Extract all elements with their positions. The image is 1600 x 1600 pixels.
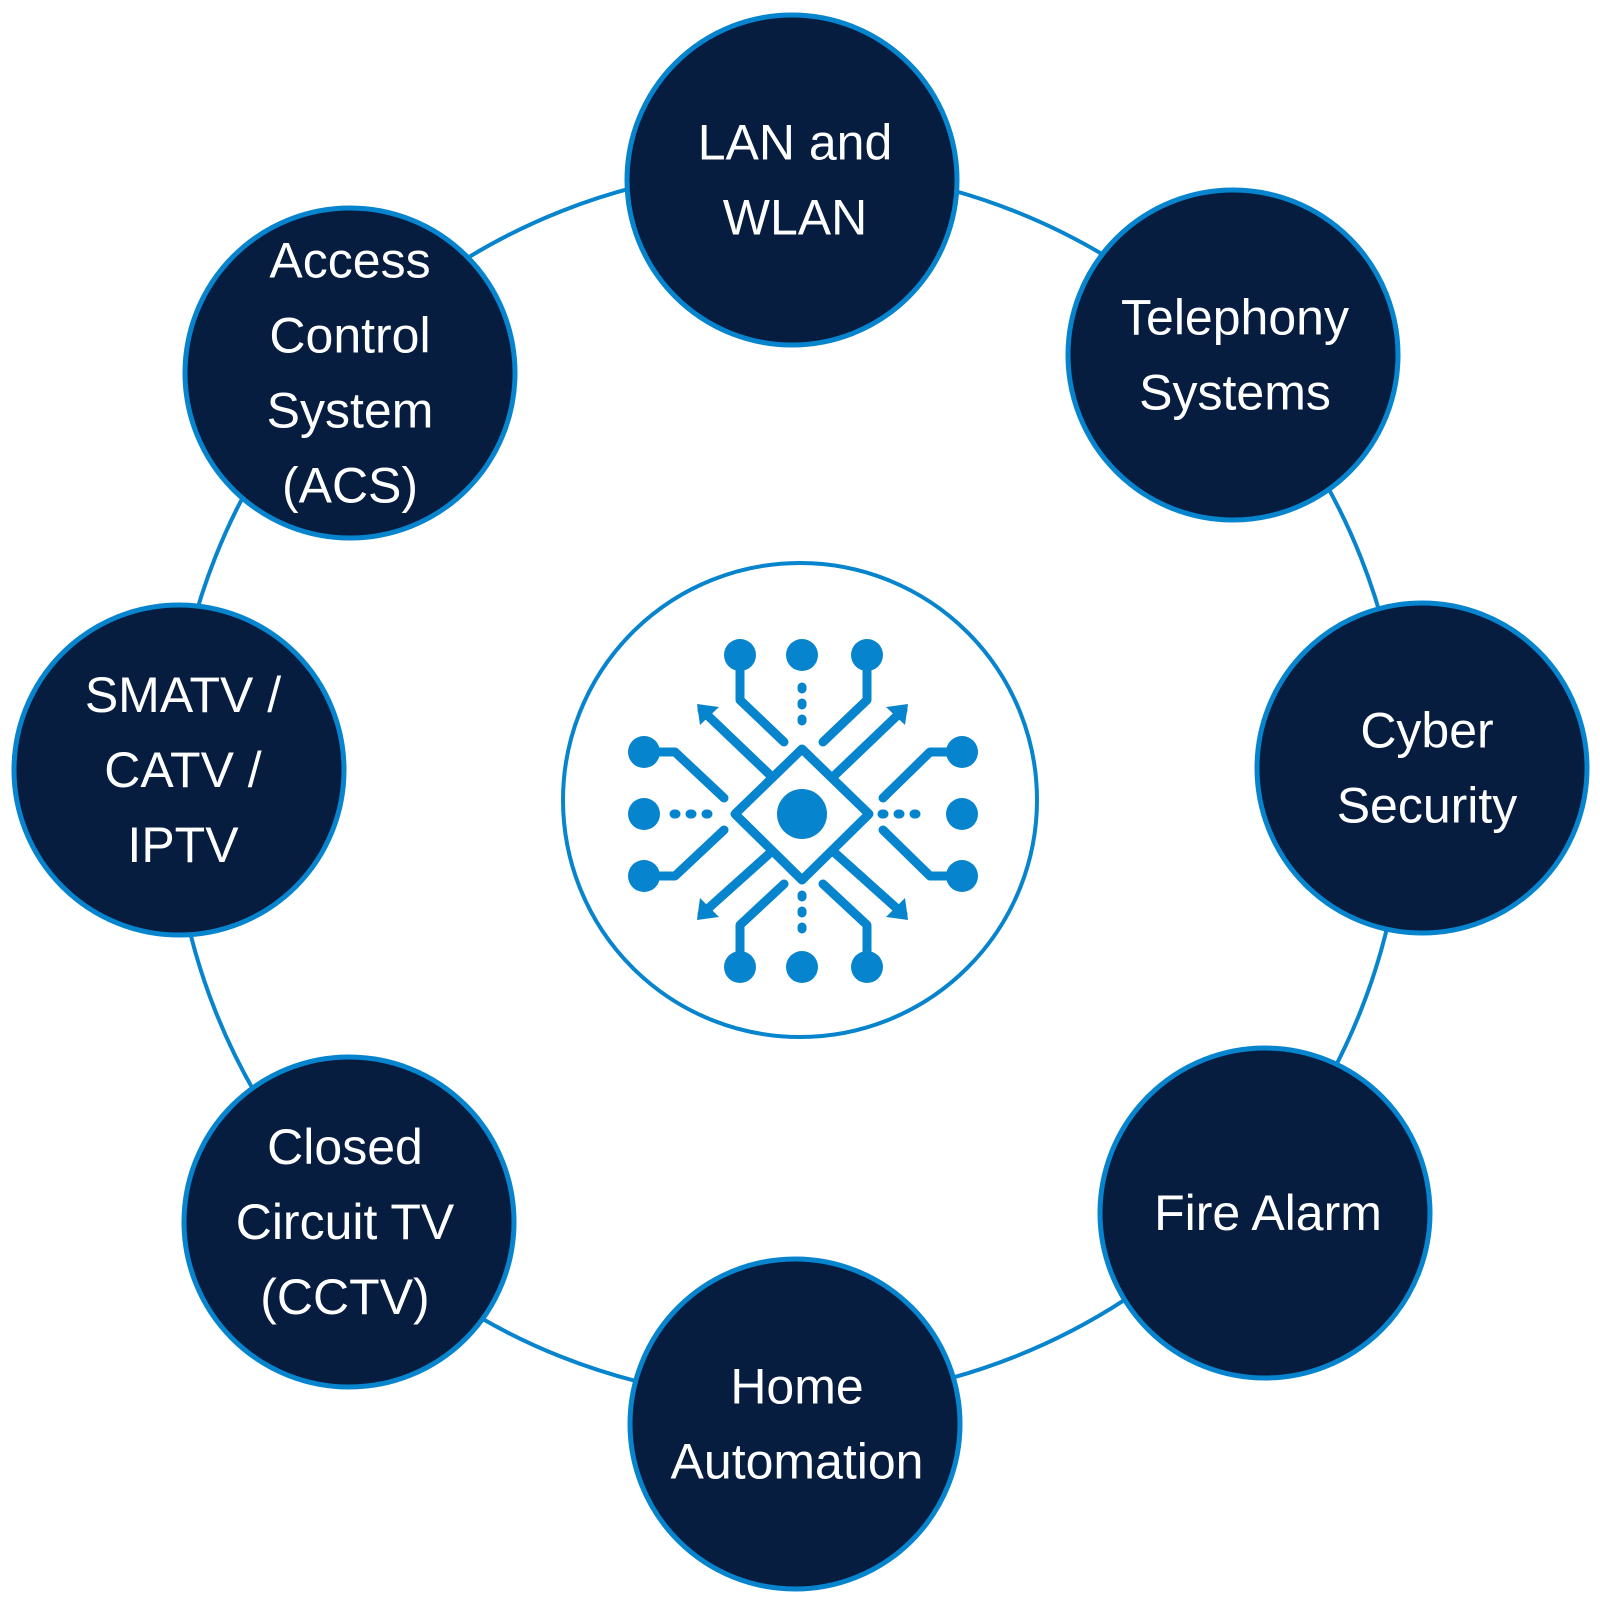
service-node-label: CATV / xyxy=(104,742,262,798)
service-node-label: Automation xyxy=(671,1434,924,1490)
service-node-circle xyxy=(182,205,518,541)
service-node-circle xyxy=(627,1256,963,1592)
service-node-label: Control xyxy=(269,308,430,364)
service-node-circle xyxy=(1254,600,1590,936)
service-node-label: System xyxy=(267,383,434,439)
service-node-label: Systems xyxy=(1139,365,1331,421)
service-node-label: SMATV / xyxy=(85,667,281,723)
service-node-label: Telephony xyxy=(1121,290,1349,346)
circuit-chip-icon-details xyxy=(628,639,978,983)
service-node-circle xyxy=(624,12,960,348)
service-node-circle xyxy=(181,1054,517,1390)
service-node-label: Security xyxy=(1337,778,1518,834)
service-node-label: LAN and xyxy=(698,115,893,171)
service-node-circle xyxy=(1065,187,1401,523)
service-node-label: Circuit TV xyxy=(236,1194,455,1250)
service-node-label: Fire Alarm xyxy=(1154,1185,1382,1241)
service-node-label: Closed xyxy=(267,1119,423,1175)
service-node-label: WLAN xyxy=(723,190,867,246)
service-node-smatv: SMATV / CATV / IPTV xyxy=(11,602,347,938)
service-node-label: IPTV xyxy=(127,817,239,873)
service-node-circle xyxy=(11,602,347,938)
service-node-label: Access xyxy=(269,233,430,289)
service-node-label: (CCTV) xyxy=(260,1269,429,1325)
service-node-fire: Fire Alarm xyxy=(1097,1045,1433,1381)
service-node-label: Home xyxy=(730,1359,863,1415)
service-node-label: (ACS) xyxy=(282,458,418,514)
service-node-circle xyxy=(1097,1045,1433,1381)
service-node-label: Cyber xyxy=(1360,703,1493,759)
center-hub xyxy=(561,561,1039,1039)
